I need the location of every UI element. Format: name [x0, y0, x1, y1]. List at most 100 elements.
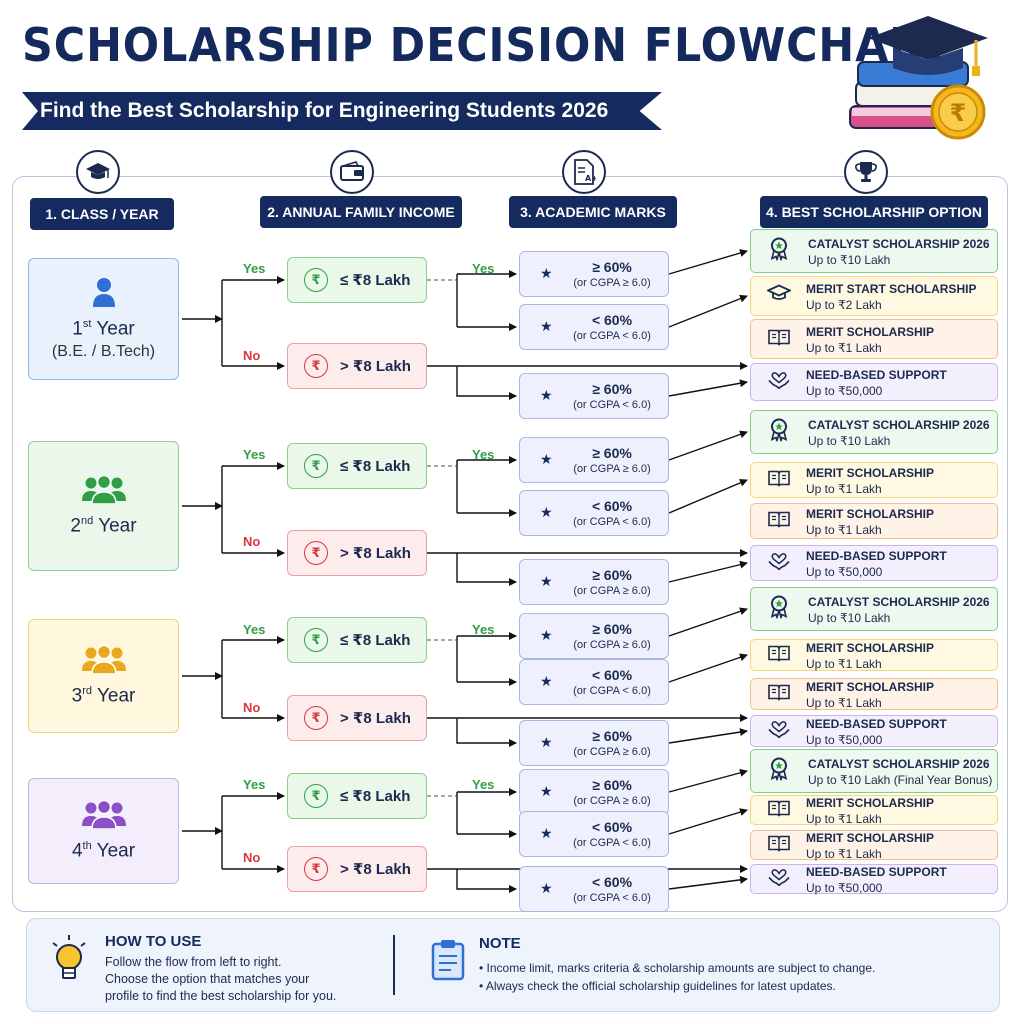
column-header-class: 1. CLASS / YEAR [30, 198, 174, 230]
year-word: Year [98, 515, 137, 537]
connector-line [668, 653, 748, 683]
marks-threshold: ≥ 60% [592, 777, 632, 793]
scholarship-name: NEED-BASED SUPPORT [806, 368, 947, 382]
star-icon: ★ [540, 573, 553, 589]
no-label: No [243, 850, 261, 865]
marks-box[interactable]: ★≥ 60%(or CGPA ≥ 6.0) [519, 559, 669, 605]
year-box-4[interactable]: 4th Year [28, 778, 179, 884]
scholarship-name: MERIT SCHOLARSHIP [806, 796, 935, 810]
marks-box[interactable]: ★≥ 60%(or CGPA ≥ 6.0) [519, 251, 669, 297]
income-no-box[interactable]: ₹> ₹8 Lakh [287, 846, 427, 892]
no-label: No [243, 534, 261, 549]
yes-label: Yes [243, 777, 266, 792]
year-detail: (B.E. / B.Tech) [51, 342, 156, 360]
graduation-cap-books-coin-icon: ₹ [849, 16, 988, 140]
how-to-use-line: Follow the flow from left to right. [105, 955, 282, 969]
marks-threshold: < 60% [591, 312, 633, 328]
income-yes-box[interactable]: ₹≤ ₹8 Lakh [287, 443, 427, 489]
income-no-box[interactable]: ₹> ₹8 Lakh [287, 530, 427, 576]
award-ribbon-icon [765, 757, 793, 786]
income-label: ≤ ₹8 Lakh [340, 458, 411, 475]
scholarship-name: MERIT START SCHOLARSHIP [806, 282, 977, 296]
scholarship-name: CATALYST SCHOLARSHIP 2026 [808, 757, 990, 771]
year-box-1[interactable]: 1st Year(B.E. / B.Tech) [28, 258, 179, 380]
income-yes-box[interactable]: ₹≤ ₹8 Lakh [287, 257, 427, 303]
lightbulb-icon [52, 935, 86, 979]
marks-box[interactable]: ★< 60%(or CGPA < 6.0) [519, 490, 669, 536]
year-box-2[interactable]: 2nd Year [28, 441, 179, 571]
star-icon: ★ [540, 880, 553, 896]
year-ordinal-suffix: nd [81, 515, 94, 528]
column-icon-income [330, 150, 374, 194]
marks-cgpa: (or CGPA < 6.0) [573, 399, 651, 411]
yes-label: Yes [243, 622, 266, 637]
marks-box[interactable]: ★< 60%(or CGPA < 6.0) [519, 811, 669, 857]
yes-label: Yes [472, 622, 495, 637]
connector-line [668, 249, 748, 275]
marks-cgpa: (or CGPA ≥ 6.0) [573, 746, 651, 758]
marks-threshold: < 60% [591, 819, 633, 835]
income-yes-box[interactable]: ₹≤ ₹8 Lakh [287, 773, 427, 819]
marks-threshold: ≥ 60% [592, 259, 632, 275]
marks-cgpa: (or CGPA < 6.0) [573, 685, 651, 697]
marks-cgpa: (or CGPA < 6.0) [573, 837, 651, 849]
open-book-icon [765, 644, 793, 667]
scholarship-amount: Up to ₹50,000 [806, 881, 883, 895]
star-icon: ★ [540, 673, 553, 689]
marks-box[interactable]: ★< 60%(or CGPA < 6.0) [519, 866, 669, 912]
year-label: 3rd Year [72, 685, 136, 707]
clipboard-icon [431, 940, 465, 981]
year-label: 2nd Year [70, 515, 136, 537]
income-label: ≤ ₹8 Lakh [340, 272, 411, 289]
star-icon: ★ [540, 387, 553, 403]
year-word: Year [96, 840, 136, 862]
page-title: SCHOLARSHIP DECISION FLOWCHART [22, 18, 952, 72]
footer-divider [393, 935, 395, 995]
graduation-cap-icon [86, 163, 110, 179]
connector-line [668, 808, 748, 835]
yes-label: Yes [472, 447, 495, 462]
income-no-box[interactable]: ₹> ₹8 Lakh [287, 695, 427, 741]
marks-box[interactable]: ★≥ 60%(or CGPA ≥ 6.0) [519, 769, 669, 815]
star-icon: ★ [540, 451, 553, 467]
marks-box[interactable]: ★≥ 60%(or CGPA ≥ 6.0) [519, 437, 669, 483]
year-box-3[interactable]: 3rd Year [28, 619, 179, 733]
column-header-income: 2. ANNUAL FAMILY INCOME [260, 196, 462, 228]
marks-box[interactable]: ★≥ 60%(or CGPA < 6.0) [519, 373, 669, 419]
marks-box[interactable]: ★< 60%(or CGPA < 6.0) [519, 304, 669, 350]
scholarship-amount: Up to ₹1 Lakh [806, 482, 882, 496]
marks-threshold: < 60% [591, 498, 633, 514]
yes-label: Yes [472, 777, 495, 792]
marks-box[interactable]: ★≥ 60%(or CGPA ≥ 6.0) [519, 613, 669, 659]
income-label: > ₹8 Lakh [340, 545, 411, 562]
marks-box[interactable]: ★≥ 60%(or CGPA ≥ 6.0) [519, 720, 669, 766]
scholarship-amount: Up to ₹1 Lakh [806, 847, 882, 861]
rupee-icon: ₹ [304, 857, 328, 881]
scholarship-amount: Up to ₹50,000 [806, 565, 883, 579]
marks-box[interactable]: ★ < 60% (or CGPA < 6.0) [519, 659, 669, 705]
star-icon: ★ [540, 627, 553, 643]
how-to-use-title: HOW TO USE [105, 933, 202, 950]
rupee-icon: ₹ [304, 706, 328, 730]
income-yes-box[interactable]: ₹≤ ₹8 Lakh [287, 617, 427, 663]
open-book-icon [765, 328, 793, 351]
income-no-box[interactable]: ₹> ₹8 Lakh [287, 343, 427, 389]
scholarship-name: MERIT SCHOLARSHIP [806, 507, 935, 521]
marks-threshold: < 60% [591, 667, 633, 683]
